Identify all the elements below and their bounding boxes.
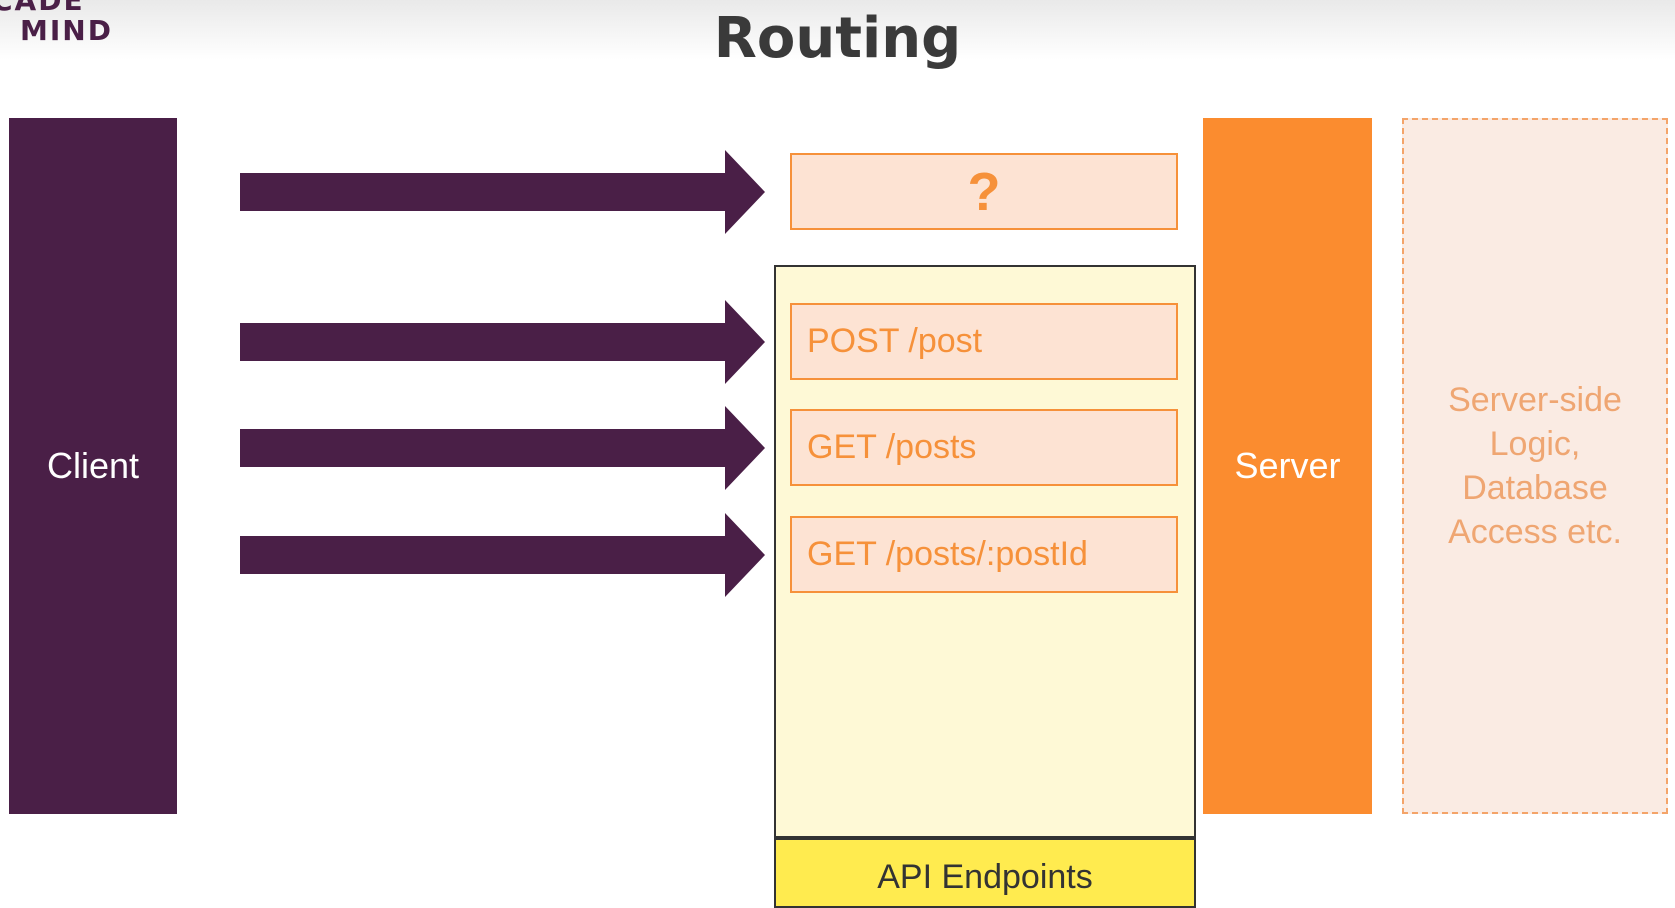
api-endpoints-text: API Endpoints [877,858,1093,896]
logo-line-1: CADE [0,0,85,17]
arrow-1 [240,150,765,234]
brand-logo: CADE MIND [0,0,113,46]
arrow-4 [240,513,765,597]
route-get-post-by-id: GET /posts/:postId [790,516,1178,593]
server-block: Server [1203,118,1372,814]
client-label: Client [46,445,140,486]
client-block: Client [9,118,177,814]
api-endpoints-label: API Endpoints [774,838,1196,908]
server-label: Server [1234,445,1341,486]
server-logic-block: Server-side Logic, Database Access etc. [1402,118,1668,814]
route-get-posts: GET /posts [790,409,1178,486]
route-label: POST /post [807,322,983,360]
server-logic-label: Server-side Logic, Database Access etc. [1448,381,1622,551]
arrow-2 [240,300,765,384]
slide-title: Routing [713,6,962,71]
arrow-3 [240,406,765,490]
top-bar [0,0,1675,60]
route-label: GET /posts [807,428,977,466]
route-label: GET /posts/:postId [807,535,1088,573]
route-post-post: POST /post [790,303,1178,380]
logo-line-2: MIND [20,14,113,47]
unknown-route-label: ? [967,161,1001,222]
unknown-route-box: ? [790,153,1178,230]
